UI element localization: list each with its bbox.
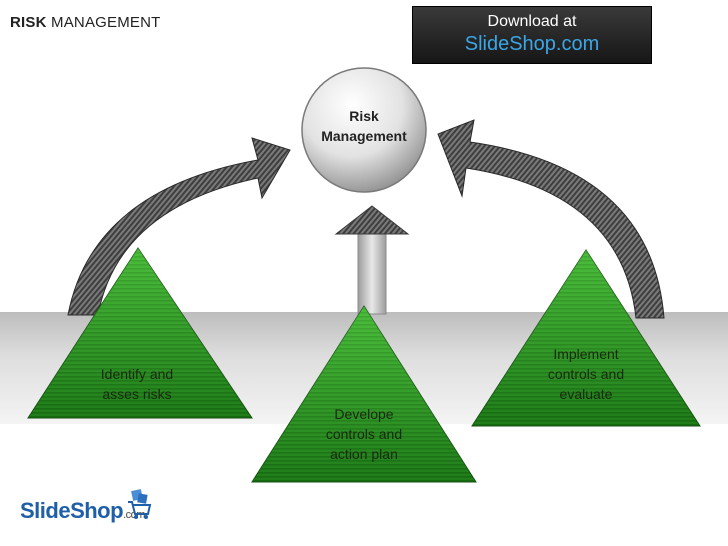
slideshop-logo: SlideShop.com: [20, 498, 145, 524]
hub-sphere: [301, 67, 427, 193]
center-up-arrow: [334, 205, 410, 315]
hub-label-line1: Risk: [349, 108, 379, 124]
triangle-center: [251, 305, 477, 483]
page-title: RISK MANAGEMENT: [10, 14, 161, 31]
step-develop-label: Develope controls and action plan: [306, 404, 422, 464]
step-line: Implement: [553, 346, 619, 362]
step-line: asses risks: [102, 386, 172, 402]
hub-label: Risk Management: [306, 106, 422, 146]
step-line: Identify and: [100, 366, 174, 382]
right-curved-arrow: [437, 119, 665, 319]
step-line: Develope: [334, 406, 394, 422]
triangle-right: [471, 249, 701, 427]
step-line: action plan: [330, 446, 398, 462]
step-line: controls and: [325, 426, 403, 442]
download-banner[interactable]: Download at SlideShop.com: [412, 6, 652, 64]
left-curved-arrow: [67, 137, 291, 316]
logo-text: SlideShop: [20, 498, 124, 523]
hub-label-line2: Management: [321, 128, 407, 144]
step-line: evaluate: [559, 386, 613, 402]
step-identify-label: Identify and asses risks: [78, 364, 196, 404]
page-title-bold: RISK: [10, 14, 47, 31]
shopping-cart-icon: [128, 489, 152, 519]
download-text: Download at: [487, 13, 577, 30]
page-title-rest: MANAGEMENT: [46, 14, 161, 31]
step-implement-label: Implement controls and evaluate: [528, 344, 644, 404]
triangle-left: [27, 247, 253, 419]
step-line: controls and: [547, 366, 625, 382]
download-link[interactable]: SlideShop.com: [464, 33, 600, 55]
